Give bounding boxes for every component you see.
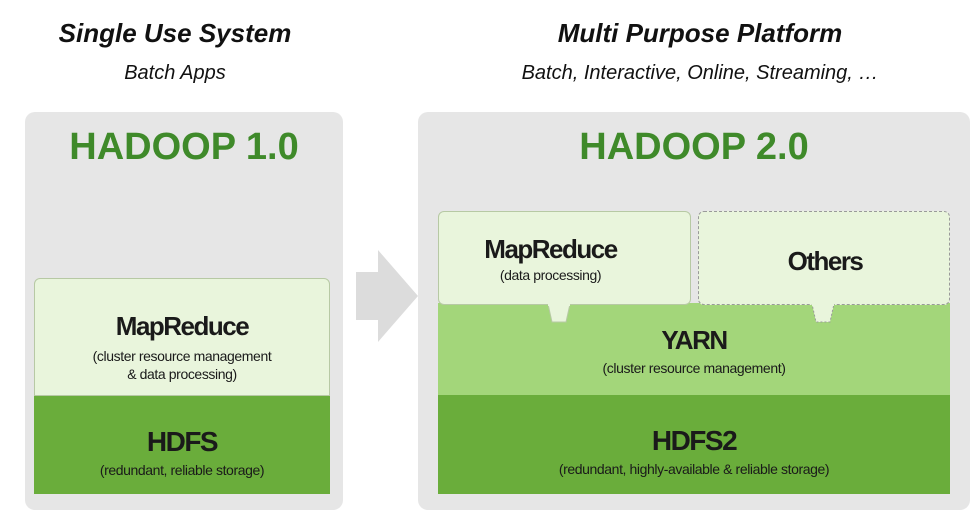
others-connector — [811, 303, 835, 324]
left-heading: Single Use System — [58, 18, 292, 48]
hdfs-title: HDFS — [146, 426, 219, 457]
right-heading: Multi Purpose Platform — [557, 18, 843, 48]
yarn-block: YARN (cluster resource management) — [438, 303, 950, 395]
left-subheading: Batch Apps — [124, 62, 226, 84]
hadoop-1-title: HADOOP 1.0 — [69, 126, 299, 168]
others-block: Others — [698, 211, 950, 305]
mapreduce-v1-line2: & data processing) — [127, 366, 237, 382]
hdfs2-title: HDFS2 — [651, 425, 738, 456]
hdfs-subtitle: (redundant, reliable storage) — [99, 462, 265, 478]
mapreduce-v1-title: MapReduce — [115, 311, 250, 341]
upgrade-arrow — [356, 250, 418, 342]
right-subheading: Batch, Interactive, Online, Streaming, … — [521, 62, 879, 84]
mapreduce-v1-line1: (cluster resource management — [92, 348, 272, 364]
mapreduce-v1-block: MapReduce (cluster resource management &… — [34, 278, 330, 396]
mapreduce-connector — [547, 303, 571, 324]
mapreduce-v2-block: MapReduce (data processing) — [438, 211, 691, 305]
hdfs2-block: HDFS2 (redundant, highly-available & rel… — [438, 395, 950, 494]
mapreduce-v2-title: MapReduce — [484, 234, 618, 264]
others-title: Others — [787, 246, 864, 276]
hdfs2-subtitle: (redundant, highly-available & reliable … — [558, 461, 830, 477]
hdfs-block: HDFS (redundant, reliable storage) — [34, 396, 330, 494]
yarn-title: YARN — [661, 325, 728, 355]
mapreduce-v2-subtitle: (data processing) — [499, 267, 602, 283]
yarn-subtitle: (cluster resource management) — [602, 360, 786, 376]
hadoop-2-title: HADOOP 2.0 — [579, 126, 809, 168]
